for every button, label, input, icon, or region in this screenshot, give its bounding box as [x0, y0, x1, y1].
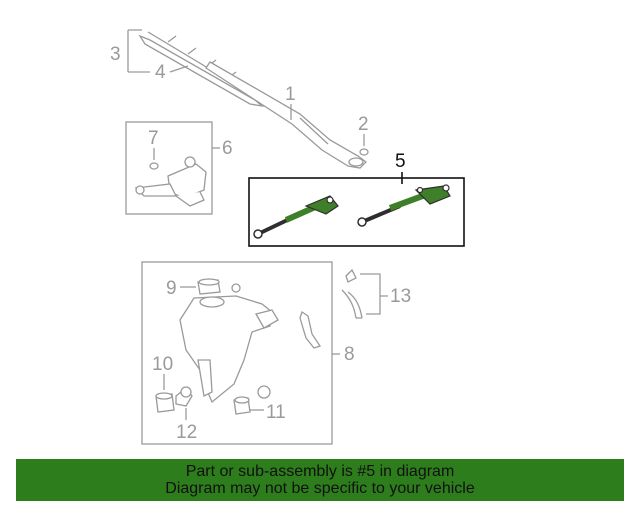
callout-5: 5	[395, 151, 406, 172]
linkage-box-5	[248, 177, 465, 247]
wiper-motor[interactable]	[134, 156, 207, 207]
washer-reservoir[interactable]	[179, 295, 279, 404]
info-banner: Part or sub-assembly is #5 in diagram Di…	[16, 459, 624, 501]
callout-3: 3	[110, 44, 121, 65]
callout-8: 8	[344, 344, 355, 365]
wiper-linkage-5[interactable]	[253, 184, 451, 239]
clip[interactable]	[231, 283, 241, 293]
reservoir-box	[141, 261, 333, 445]
callout-4: 4	[155, 62, 166, 83]
callout-2: 2	[358, 114, 369, 135]
banner-line-1: Part or sub-assembly is #5 in diagram	[185, 463, 455, 480]
callout-12: 12	[176, 422, 197, 443]
callout-11: 11	[266, 402, 286, 423]
bracket[interactable]	[299, 310, 322, 349]
filler-cap-9[interactable]	[197, 278, 221, 295]
callout-13: 13	[390, 286, 411, 307]
callout-10: 10	[152, 354, 173, 375]
callout-6: 6	[222, 138, 233, 159]
nut-part-2[interactable]	[359, 148, 369, 156]
callout-9: 9	[166, 278, 177, 299]
motor-box	[125, 121, 213, 215]
wiper-arm-and-blade[interactable]	[138, 31, 367, 169]
banner-line-2: Diagram may not be specific to your vehi…	[165, 480, 475, 497]
callout-1: 1	[285, 84, 296, 105]
washer-pump-10[interactable]	[155, 386, 193, 413]
washer-pump-11[interactable]	[233, 385, 271, 415]
washer-hose-13[interactable]	[341, 268, 363, 319]
callout-7: 7	[148, 128, 159, 149]
